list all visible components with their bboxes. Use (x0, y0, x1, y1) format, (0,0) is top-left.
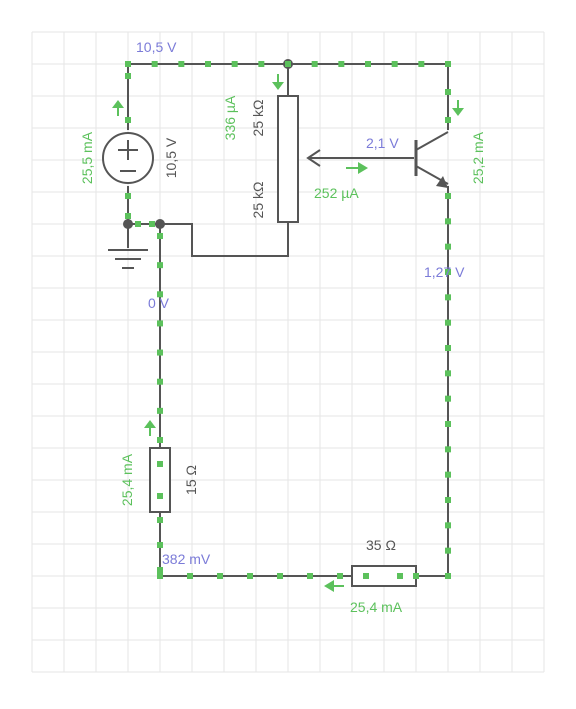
current-dot (397, 573, 403, 579)
label-i-pot: 336 µA (222, 95, 238, 140)
current-dot (445, 395, 451, 402)
arrow-collector-down-icon (452, 100, 464, 116)
current-dot (337, 573, 343, 579)
wire-ground-node[interactable] (128, 222, 289, 257)
node-ground (123, 219, 133, 229)
wire-left-down[interactable] (159, 186, 449, 577)
current-dot (125, 193, 131, 199)
label-i-base: 252 µA (314, 185, 359, 201)
current-dot (445, 218, 451, 225)
current-dot (125, 73, 131, 79)
current-dot (231, 61, 238, 67)
current-dot (157, 461, 163, 467)
current-dot (157, 542, 163, 548)
current-dot (217, 573, 223, 579)
current-dot (363, 573, 369, 579)
label-pot-top: 25 kΩ (250, 100, 266, 137)
current-dot (178, 61, 185, 67)
current-dot (157, 320, 163, 327)
label-v-ground: 0 V (148, 295, 170, 311)
current-dot (418, 61, 425, 67)
current-dot (445, 269, 451, 275)
current-dot (445, 471, 451, 478)
resistor-15[interactable] (149, 447, 171, 513)
current-dot (445, 243, 451, 250)
current-arrows (112, 74, 464, 592)
current-dot (151, 61, 158, 67)
current-dot (445, 421, 451, 427)
current-dot (285, 61, 291, 67)
current-dot (157, 291, 163, 298)
npn-transistor[interactable] (414, 131, 449, 188)
current-dot (157, 437, 163, 443)
current-dot (338, 61, 345, 67)
arrow-r35-left-icon (324, 580, 344, 592)
current-dot (445, 61, 451, 67)
current-dot (445, 370, 451, 377)
label-v-base: 2,1 V (366, 135, 399, 151)
current-dot (413, 573, 419, 579)
current-dot (445, 319, 451, 326)
label-i-source: 25,5 mA (79, 131, 95, 184)
current-dot (157, 407, 163, 414)
label-i-r15: 25,4 mA (119, 453, 135, 506)
current-dot (311, 61, 318, 67)
current-dot (157, 493, 163, 499)
resistor-35[interactable] (351, 565, 417, 587)
current-dot (277, 573, 283, 579)
label-i-collector: 25,2 mA (470, 131, 486, 184)
current-dot (157, 573, 163, 579)
arrow-r15-up-icon (144, 420, 156, 436)
current-dot (247, 573, 253, 579)
label-r15: 15 Ω (183, 465, 199, 495)
current-dot (445, 497, 451, 503)
current-dot (157, 262, 163, 269)
current-dot (445, 573, 451, 579)
wiper-arrow (306, 149, 321, 167)
label-r35: 35 Ω (366, 537, 396, 553)
current-dot (445, 89, 451, 95)
ground-symbol (108, 249, 148, 269)
label-pot-bottom: 25 kΩ (250, 182, 266, 219)
arrow-source-up-icon (112, 100, 124, 116)
current-dot (187, 573, 193, 579)
arrow-base-right-icon (346, 162, 368, 174)
label-v-source: 10,5 V (163, 137, 179, 178)
potentiometer[interactable] (277, 95, 414, 223)
current-dot (365, 61, 371, 67)
current-dot (125, 117, 131, 123)
current-dot (445, 193, 451, 199)
arrow-pot-down-icon (272, 74, 284, 90)
current-dot (445, 547, 451, 554)
current-dot (307, 573, 313, 579)
current-dot (135, 221, 141, 227)
current-dot (125, 213, 131, 219)
label-v-bottom: 382 mV (162, 551, 211, 567)
current-dot (205, 61, 211, 67)
label-v-emitter: 1,27 V (424, 264, 465, 280)
current-dot (157, 349, 163, 356)
current-dot (445, 345, 451, 351)
current-dot (445, 522, 451, 529)
current-dot (391, 61, 398, 67)
current-dot (157, 378, 163, 385)
current-dot (157, 517, 163, 523)
current-dot (157, 233, 163, 239)
current-dot (258, 61, 265, 67)
current-dot (445, 294, 451, 301)
label-v-top: 10,5 V (136, 39, 177, 55)
current-dot (149, 221, 155, 227)
current-dot (445, 446, 451, 453)
current-dots (125, 61, 451, 579)
current-dot (445, 117, 451, 123)
label-i-r35: 25,4 mA (350, 599, 403, 615)
voltage-source[interactable] (102, 132, 154, 184)
node-left (155, 219, 165, 229)
current-dot (157, 567, 163, 573)
current-dot (125, 61, 131, 67)
